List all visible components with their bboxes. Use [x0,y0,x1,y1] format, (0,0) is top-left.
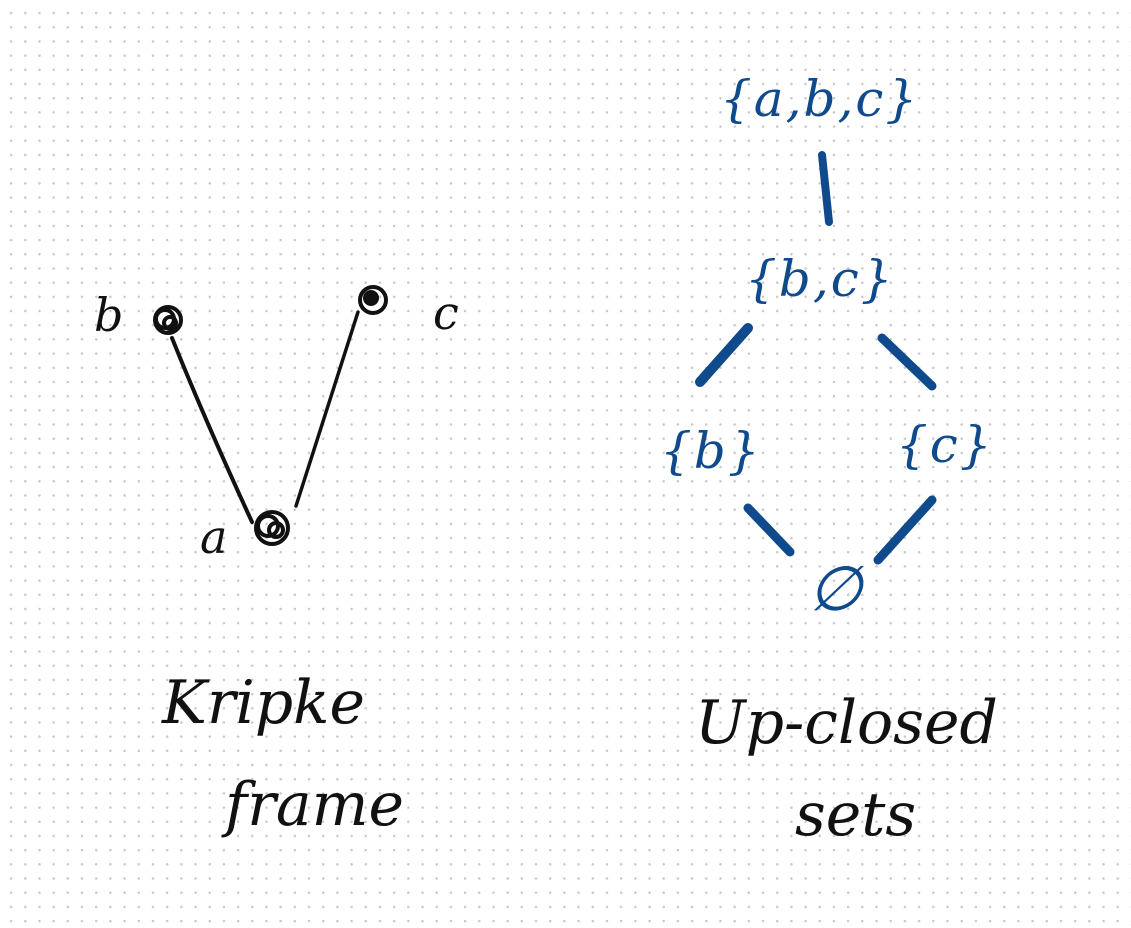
set-c-label: {c} [896,416,994,474]
edge-a-c [294,310,360,508]
kripke-node-b-label: b [94,288,124,342]
kripke-node-a-label: a [200,510,228,564]
upclosed-caption-line2: sets [795,780,917,850]
edge-empty-b [743,503,795,557]
edge-c-bc [877,333,937,391]
kripke-node-a [254,510,290,546]
edge-b-bc [695,323,753,387]
edge-a-b [170,336,254,524]
kripke-node-c-label: c [433,286,459,340]
kripke-node-c [358,285,388,315]
upclosed-caption-line1: Up-closed [695,688,998,758]
set-abc-label: {a,b,c} [720,70,920,128]
kripke-caption-line2: frame [225,770,405,840]
kripke-caption-line1: Kripke [162,668,365,738]
edge-empty-c [873,495,937,565]
set-empty-label: ∅ [808,552,865,625]
edge-bc-abc [818,151,833,226]
kripke-node-b [153,305,183,335]
set-b-label: {b} [660,422,762,480]
set-bc-label: {b,c} [745,250,895,308]
